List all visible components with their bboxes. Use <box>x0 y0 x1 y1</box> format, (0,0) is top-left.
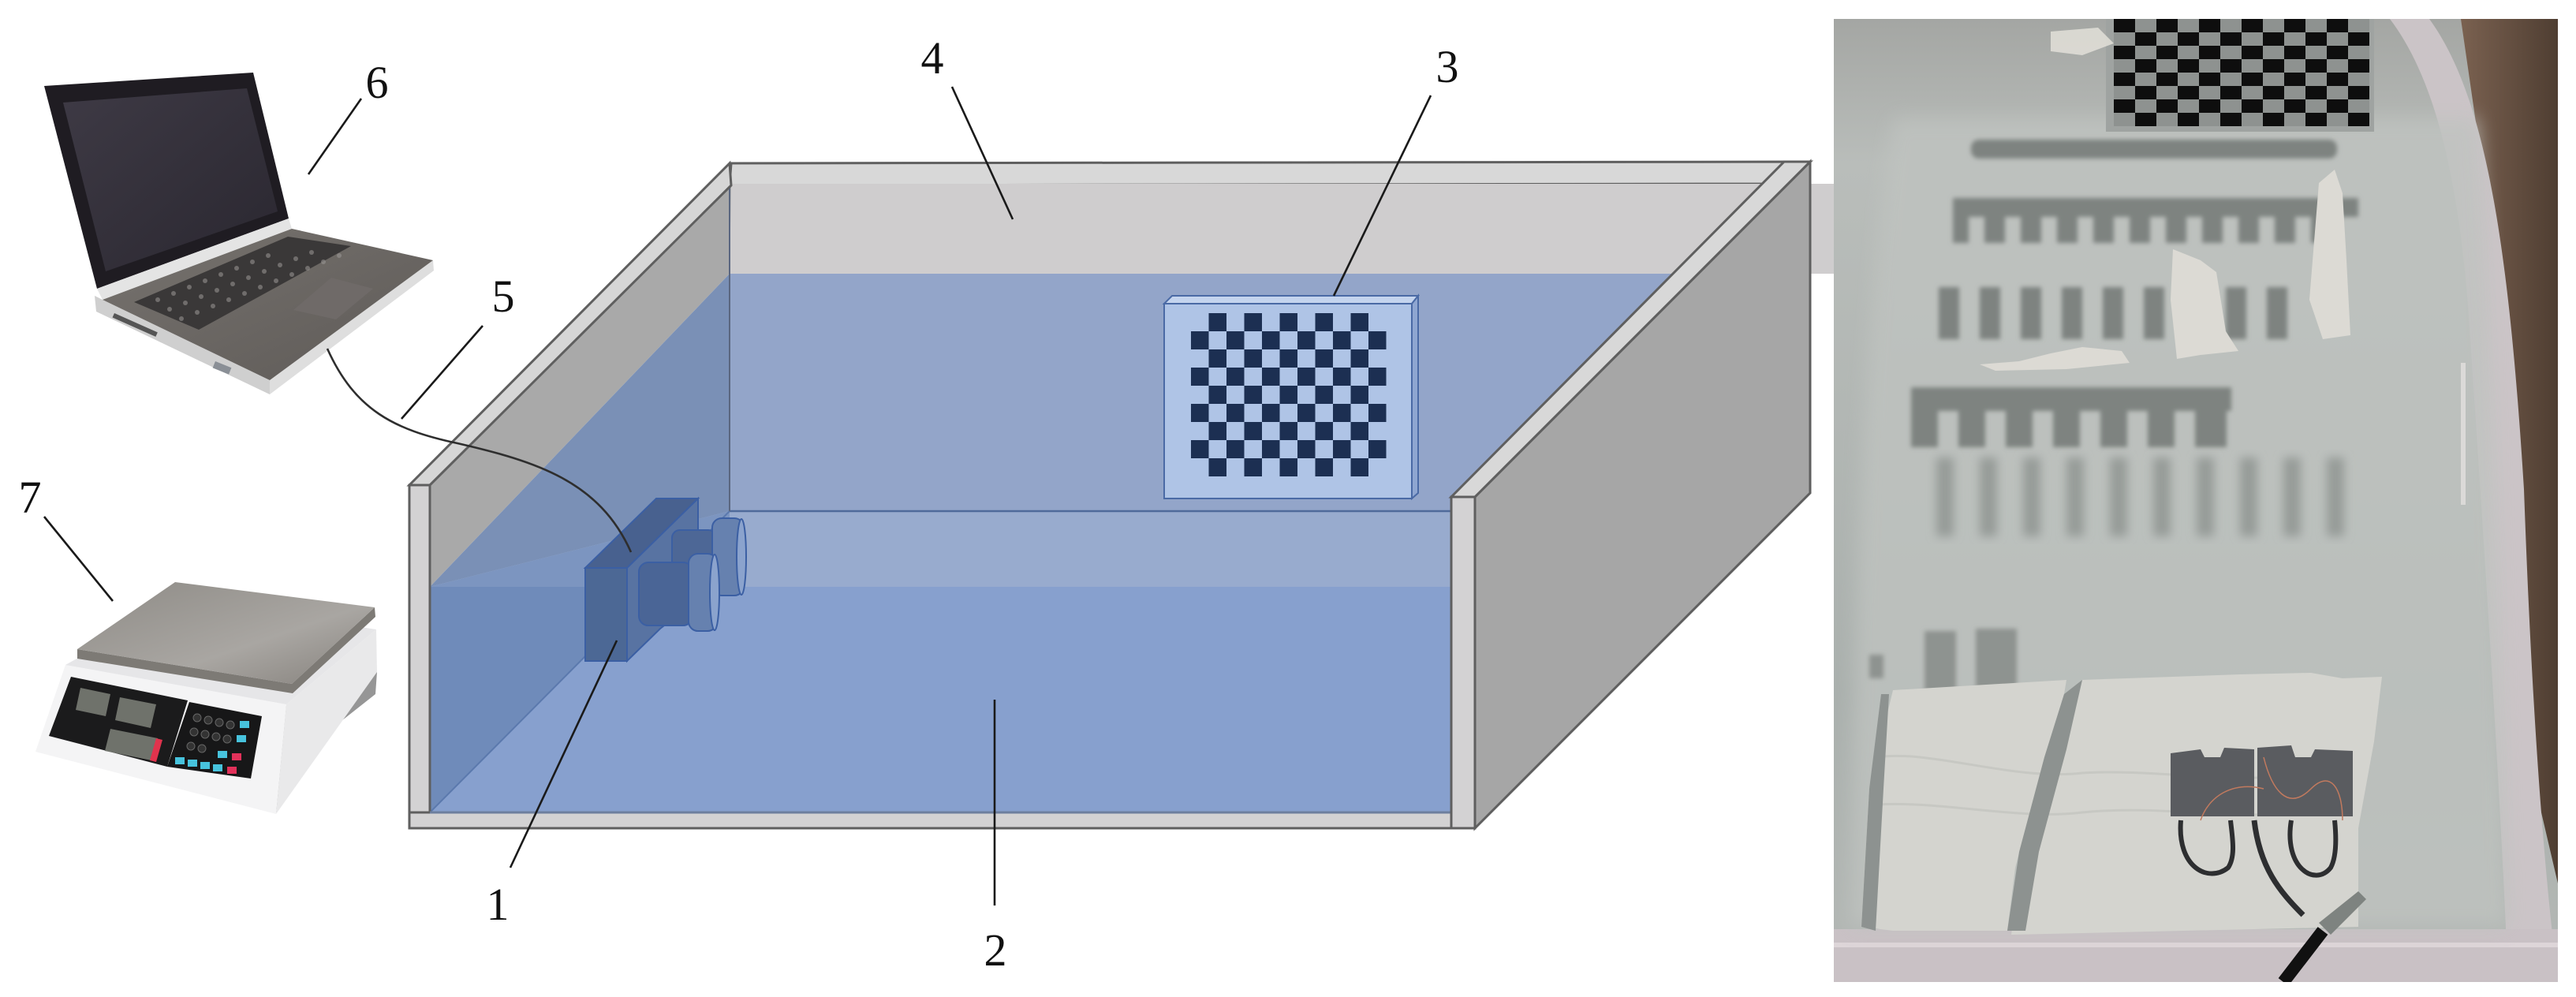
callout-5: 5 <box>492 271 515 322</box>
underwater-camera <box>583 496 747 663</box>
callout-4: 4 <box>921 32 944 84</box>
tank-photo <box>1834 19 2558 982</box>
camera-body <box>584 567 628 662</box>
photo-print-patterns <box>1911 140 2358 447</box>
leader-6 <box>307 98 363 175</box>
scale-plate <box>77 582 375 684</box>
photo-bottom-rim <box>1834 929 2558 982</box>
tank-back-rim <box>728 160 1814 187</box>
laptop-deck <box>103 229 433 380</box>
leader-5 <box>401 325 483 420</box>
callout-2: 2 <box>984 924 1007 976</box>
leader-3 <box>1332 95 1432 297</box>
leader-1 <box>509 640 618 868</box>
callouts: 1 2 3 4 5 6 7 <box>19 32 1459 976</box>
photo-wood-edge <box>2461 19 2558 883</box>
scale-plate-edge <box>77 607 375 693</box>
photo-sensors <box>2171 745 2353 917</box>
laptop-screen <box>63 88 278 271</box>
leader-7 <box>43 516 114 602</box>
tank-right-front-edge <box>1450 495 1477 830</box>
callout-6: 6 <box>366 57 389 108</box>
leader-4 <box>950 86 1014 220</box>
touchpad <box>293 278 373 319</box>
camera-lens <box>638 562 693 626</box>
electronic-scale <box>35 582 377 814</box>
callout-7: 7 <box>19 472 42 523</box>
photo-paper-piece <box>2171 249 2238 359</box>
laptop <box>44 73 434 394</box>
keyboard-keys <box>155 250 342 321</box>
calibration-board <box>1162 293 1421 501</box>
checker-pattern <box>1191 313 1387 476</box>
tank-bottom-rim <box>408 811 1477 830</box>
tank-left-front-edge <box>408 484 431 830</box>
photo-probe-cable <box>2278 927 2328 982</box>
tank-back-wall <box>730 184 1834 274</box>
tank-left-inner-wall <box>430 185 731 587</box>
scale-keys <box>175 713 249 774</box>
callout-1: 1 <box>487 879 510 930</box>
callout-3: 3 <box>1436 41 1459 92</box>
cable <box>326 348 633 553</box>
water-tank <box>406 159 1834 831</box>
